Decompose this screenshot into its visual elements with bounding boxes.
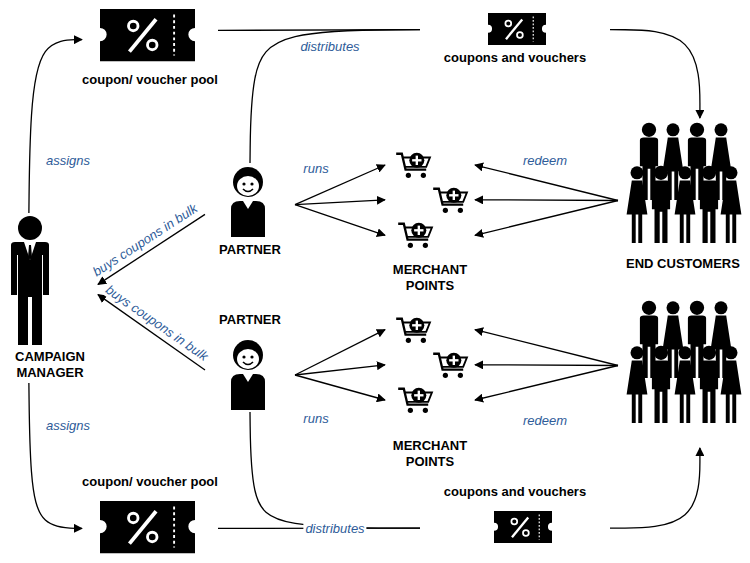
person-figure [652, 166, 670, 243]
connector-path [475, 364, 618, 366]
partner-actor: PARTNER [205, 312, 295, 412]
node-label: MERCHANT POINTS [385, 438, 475, 470]
connector-path [250, 412, 420, 528]
voucher-icon [488, 13, 546, 45]
connector-path [29, 40, 82, 213]
partner-actor: PARTNER [205, 163, 295, 260]
connector-path [295, 205, 385, 236]
connector-path [475, 165, 618, 200]
cart-icon [398, 223, 432, 248]
connector-path [475, 201, 618, 236]
manager-figure [11, 216, 49, 345]
edge-label: buys coupons in bulk [88, 200, 201, 281]
connector [295, 330, 385, 400]
connector [610, 30, 700, 118]
node-label: coupon/ voucher pool [82, 72, 218, 88]
edge-label: assigns [44, 153, 92, 168]
connector [29, 383, 82, 528]
connector [98, 295, 205, 370]
node-label: PARTNER [205, 242, 295, 258]
connector [475, 330, 618, 400]
edge-label: runs [301, 161, 330, 176]
person-figure [627, 346, 648, 423]
connector-path [295, 365, 385, 375]
connector-path [610, 30, 700, 118]
edge-label: redeem [521, 153, 569, 168]
node-label: coupons and vouchers [420, 484, 610, 500]
merchant-group: MERCHANT POINTS [385, 148, 475, 296]
crowd-group [627, 123, 742, 423]
voucher-pool: coupon/ voucher pool [82, 474, 218, 559]
connector-path [98, 214, 205, 284]
manager-actor: CAMPAIGN MANAGER [2, 213, 98, 383]
person-figure [700, 166, 718, 243]
voucher-icon [494, 511, 552, 543]
connector [475, 165, 618, 235]
cart-icon [433, 188, 467, 213]
connector-path [295, 375, 385, 400]
cart-icon [396, 318, 430, 343]
partner-figure [231, 167, 265, 237]
partner-figure [231, 340, 265, 410]
voucher-pool: coupon/ voucher pool [82, 6, 218, 90]
connector-path [610, 448, 700, 528]
connector [250, 30, 420, 163]
connector-path [250, 30, 420, 163]
connector-path [475, 199, 618, 201]
person-figure [675, 346, 696, 423]
cart-icon [398, 388, 432, 413]
connector-path [475, 366, 618, 401]
edge-label: distributes [298, 39, 361, 54]
voucher-pool-icon [100, 9, 195, 61]
connector-path [98, 295, 205, 370]
person-figure [652, 346, 670, 423]
person-figure [675, 166, 696, 243]
connector [98, 214, 205, 284]
connector-path [295, 330, 385, 375]
cart-icon [433, 353, 467, 378]
node-label: coupon/ voucher pool [82, 474, 218, 490]
connector [610, 448, 700, 528]
person-figure [721, 346, 742, 423]
node-label: CAMPAIGN MANAGER [2, 349, 98, 381]
edge-label: runs [301, 411, 330, 426]
person-figure [627, 166, 648, 243]
person-figure [721, 166, 742, 243]
edge-label: redeem [521, 413, 569, 428]
connector [29, 40, 82, 213]
voucher-group: coupons and vouchers [420, 484, 610, 548]
edge-label: buys coupons in bulk [101, 281, 212, 365]
voucher-group: coupons and vouchers [420, 10, 610, 68]
node-label: PARTNER [205, 312, 295, 328]
connector-path [295, 200, 385, 205]
voucher-pool-icon [100, 501, 195, 553]
connector [250, 412, 420, 528]
node-label: coupons and vouchers [420, 50, 610, 66]
merchant-group: MERCHANT POINTS [385, 312, 475, 472]
customer-crowd: END CUSTOMERS [618, 118, 748, 448]
edge-label: distributes [303, 521, 366, 536]
connector-path [29, 383, 82, 528]
node-label: END CUSTOMERS [618, 256, 748, 272]
person-figure [700, 346, 718, 423]
connector [295, 165, 385, 235]
node-label: MERCHANT POINTS [385, 262, 475, 294]
edge-label: assigns [44, 418, 92, 433]
cart-icon [396, 153, 430, 178]
connector-path [475, 330, 618, 366]
